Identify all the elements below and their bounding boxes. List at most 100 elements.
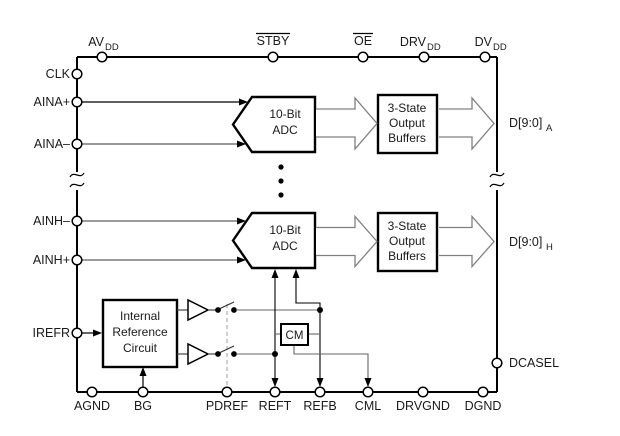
arrowhead-icon xyxy=(364,378,372,387)
label-ainh-minus: AINH– xyxy=(33,214,70,228)
adc-h-text-line2: ADC xyxy=(272,239,298,253)
label-clk: CLK xyxy=(46,67,71,81)
pin-agnd xyxy=(86,386,98,398)
refb-buffer xyxy=(177,342,218,366)
pin-pdref xyxy=(221,386,233,398)
label-d90h: D[9:0] xyxy=(509,235,542,249)
arrowhead-icon xyxy=(316,378,324,387)
label-pdref: PDREF xyxy=(206,399,249,413)
buffers-a-text-line3: Buffers xyxy=(388,131,426,145)
bottom-switch-icon xyxy=(215,345,275,357)
arrowhead-icon xyxy=(239,98,248,106)
label-stby: STBY xyxy=(257,34,290,48)
aina-minus-net xyxy=(82,140,246,148)
cm-text: CM xyxy=(286,330,304,342)
label-refb: REFB xyxy=(303,399,336,413)
label-irefr: IREFR xyxy=(33,326,71,340)
adc-a-block xyxy=(231,95,317,154)
label-bg: BG xyxy=(134,399,152,413)
pin-refb xyxy=(314,386,326,398)
pin-dvdd xyxy=(479,51,491,63)
reft-buffer xyxy=(177,298,218,322)
label-ainh-plus: AINH+ xyxy=(33,253,70,267)
label-d90h-sub: H xyxy=(546,242,553,253)
bus-arrow-adc-h-to-buffers xyxy=(316,214,378,269)
bus-arrow-buffers-a-to-port xyxy=(439,96,495,151)
pin-circles xyxy=(71,51,503,398)
label-dgnd: DGND xyxy=(465,399,502,413)
internal-reference-block xyxy=(101,298,179,369)
bus-arrow-adc-a-to-buffers xyxy=(316,96,378,151)
pin-cml xyxy=(362,386,374,398)
pin-bg xyxy=(137,386,149,398)
arrowhead-icon xyxy=(237,256,246,264)
top-switch-icon xyxy=(215,301,320,313)
label-d90a: D[9:0] xyxy=(509,116,542,130)
arrowhead-icon xyxy=(237,140,246,148)
reference-text-line3: Circuit xyxy=(123,341,158,355)
aina-plus-net xyxy=(82,98,248,106)
label-dvdd-sub: DD xyxy=(493,42,507,53)
left-border-break-icon xyxy=(69,172,85,188)
label-cml: CML xyxy=(355,399,381,413)
label-drvdd: DRV xyxy=(400,35,427,49)
reft-net xyxy=(271,269,279,387)
label-agnd: AGND xyxy=(74,399,110,413)
buffers-h-text-line2: Output xyxy=(389,234,426,248)
buffers-a-text-line2: Output xyxy=(389,116,426,130)
pin-stby xyxy=(267,51,279,63)
pin-aina-plus xyxy=(71,96,83,108)
arrowhead-icon xyxy=(271,378,279,387)
pin-dgnd xyxy=(477,386,489,398)
pin-ainh-minus xyxy=(71,215,83,227)
label-drvdd-sub: DD xyxy=(427,42,441,53)
label-drvgnd: DRVGND xyxy=(396,399,450,413)
output-buffers-h-block xyxy=(376,211,439,273)
buffer-triangle-icon xyxy=(187,298,210,322)
label-aina-plus: AINA+ xyxy=(34,95,70,109)
buffer-triangle-icon xyxy=(187,342,210,366)
pin-aina-minus xyxy=(71,138,83,150)
ainh-plus-net xyxy=(82,256,246,264)
adc-h-block xyxy=(231,211,317,270)
irefr-net xyxy=(82,329,102,337)
label-dcasel: DCASEL xyxy=(509,356,559,370)
junction-dot xyxy=(272,351,278,357)
output-buffers-a-block xyxy=(376,93,439,155)
label-d90a-sub: A xyxy=(546,123,553,134)
cm-block xyxy=(280,323,309,346)
right-border-break-icon xyxy=(489,172,505,188)
label-dvdd: DV xyxy=(475,35,493,49)
junction-dot xyxy=(317,307,323,313)
pin-clk xyxy=(71,68,83,80)
reference-text-line2: Reference xyxy=(112,325,168,339)
pin-drvdd xyxy=(418,51,430,63)
pin-irefr xyxy=(71,327,83,339)
pin-reft xyxy=(269,386,281,398)
pin-oe xyxy=(357,51,369,63)
adc-h-text-line1: 10-Bit xyxy=(269,223,301,237)
label-reft: REFT xyxy=(259,399,292,413)
label-oe: OE xyxy=(354,34,372,48)
bus-arrow-buffers-h-to-port xyxy=(439,214,495,269)
reference-text-line1: Internal xyxy=(120,309,160,323)
label-avdd-sub: DD xyxy=(105,42,119,53)
buffers-h-text-line1: 3-State xyxy=(388,219,427,233)
adc-a-text-line1: 10-Bit xyxy=(269,107,301,121)
refb-net xyxy=(292,269,324,387)
buffers-a-text-line1: 3-State xyxy=(388,101,427,115)
label-aina-minus: AINA– xyxy=(34,137,70,151)
adc-a-text-line2: ADC xyxy=(272,123,298,137)
pin-dcasel xyxy=(491,357,503,369)
pin-ainh-plus xyxy=(71,254,83,266)
pin-drvgnd xyxy=(417,386,429,398)
arrowhead-icon xyxy=(139,367,147,376)
pin-avdd xyxy=(96,51,108,63)
arrowhead-icon xyxy=(93,329,102,337)
arrowhead-icon xyxy=(237,217,246,225)
buffers-h-text-line3: Buffers xyxy=(388,249,426,263)
cml-net xyxy=(293,345,372,387)
channel-ellipsis-icon xyxy=(278,164,284,198)
